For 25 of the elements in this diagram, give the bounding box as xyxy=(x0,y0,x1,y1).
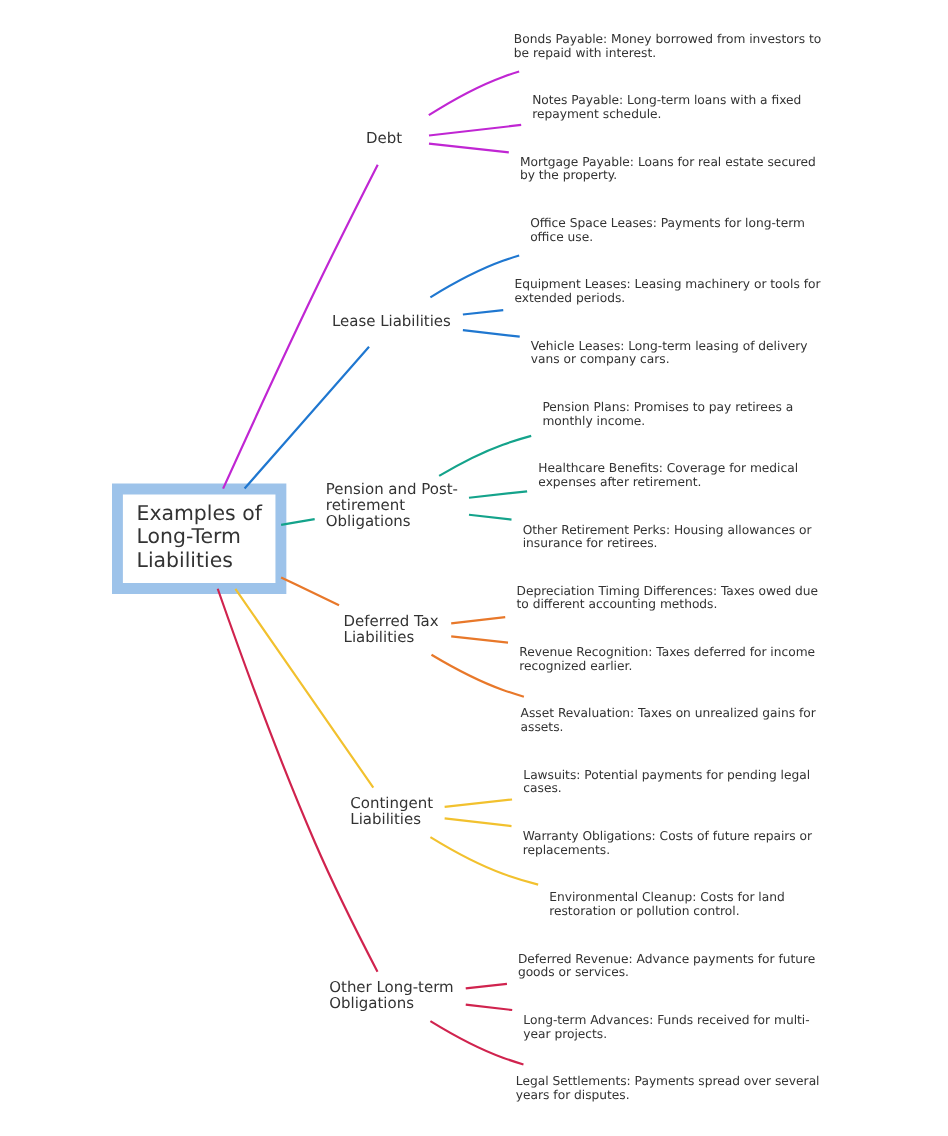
connector xyxy=(427,142,508,154)
connector xyxy=(233,588,374,789)
connector xyxy=(443,817,511,828)
node-box: Examples of Long-Term Liabilities xyxy=(111,483,286,594)
connector xyxy=(221,164,378,490)
connector xyxy=(450,635,508,644)
connector xyxy=(450,616,505,625)
connector xyxy=(461,329,519,338)
connector xyxy=(467,513,511,521)
connector xyxy=(279,518,314,526)
connector xyxy=(215,588,378,973)
connector xyxy=(461,309,503,316)
connector xyxy=(428,836,538,886)
connector xyxy=(464,982,507,990)
connector xyxy=(428,1020,523,1066)
connector xyxy=(242,345,369,490)
connector xyxy=(429,653,524,698)
connector xyxy=(467,490,527,499)
connector xyxy=(464,1003,512,1012)
connector xyxy=(279,576,339,607)
connector xyxy=(427,70,519,117)
connector xyxy=(443,798,512,808)
connector xyxy=(437,434,531,477)
connector xyxy=(427,123,521,137)
connector xyxy=(428,254,519,299)
